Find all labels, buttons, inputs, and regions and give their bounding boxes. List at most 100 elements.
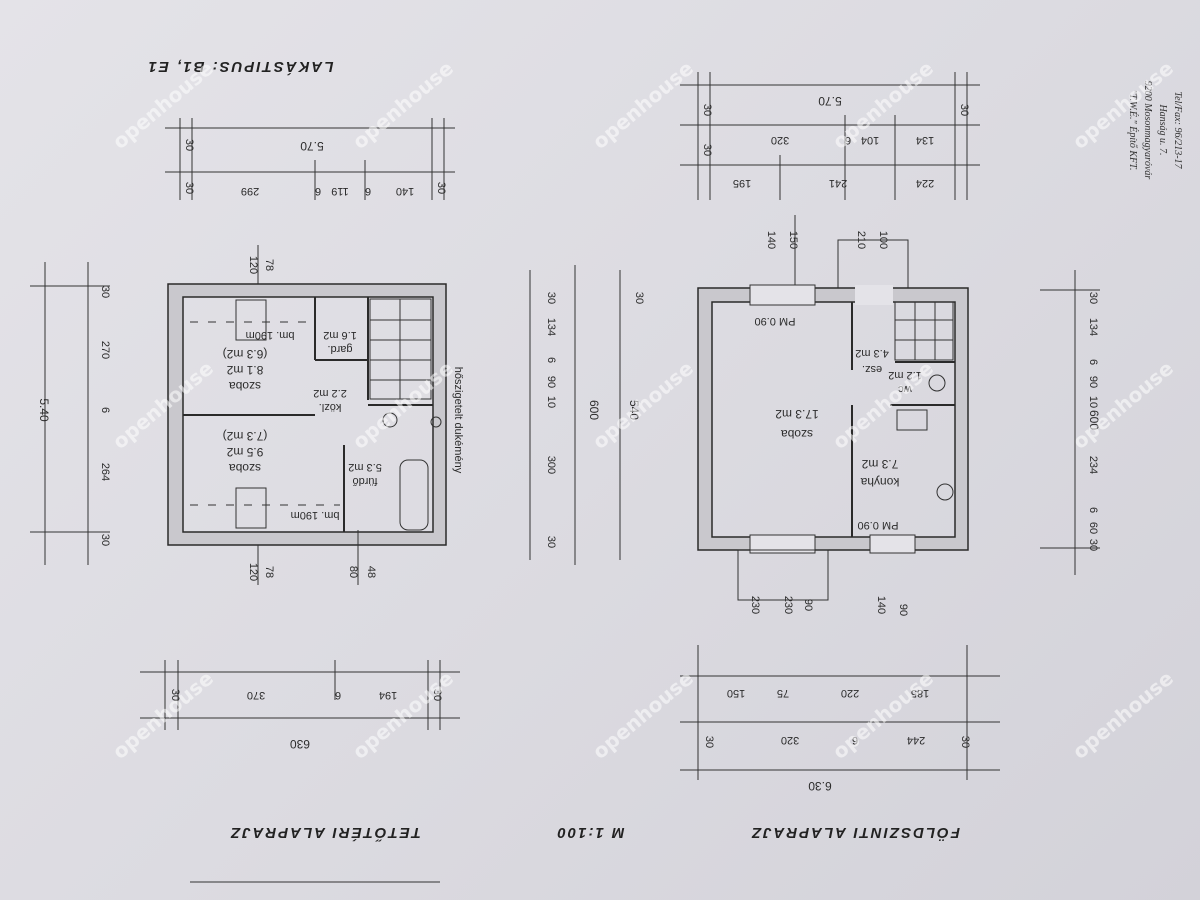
- watermark: openhouse: [588, 666, 698, 764]
- dimension-label: 150: [727, 687, 745, 699]
- dimension-label: 30: [99, 534, 111, 546]
- dimension-label: 320: [781, 734, 799, 746]
- room-name: fürdő: [352, 475, 377, 487]
- dwelling-type-title: LAKÁSTIPUS: B1, E1: [147, 58, 334, 75]
- dimension-label: 104: [861, 134, 879, 146]
- dimension-label: 30: [99, 286, 111, 298]
- dimension-label: 78: [263, 259, 275, 271]
- dimension-label: 194: [379, 689, 397, 701]
- watermark-group: openhouse openhouse openhouse openhouse …: [108, 56, 1178, 764]
- room-name: wc: [898, 383, 913, 395]
- ground-floor-plan: 5.70 30 30 134 104 6 320 30 224 241 195 …: [680, 72, 1101, 841]
- dimension-label: 6: [365, 185, 371, 197]
- watermark: openhouse: [348, 56, 458, 154]
- dimension-label: 299: [241, 185, 259, 197]
- dimension-label: 6: [1087, 359, 1099, 365]
- roof-window-icon: [235, 299, 267, 341]
- dimension-label: 6: [845, 134, 851, 146]
- dimension-label: 30: [1087, 292, 1099, 304]
- room-area: 7.3 m2: [861, 457, 898, 471]
- dimension-label: 6: [545, 357, 557, 363]
- dimension-label: 210: [855, 231, 867, 249]
- dimension-label: 30: [701, 144, 713, 156]
- dimension-label: 6: [335, 689, 341, 701]
- dimension-label: 370: [247, 689, 265, 701]
- dimension-label: 224: [916, 177, 934, 189]
- dimension-label: 5.70: [818, 94, 842, 108]
- dimension-label: 195: [733, 177, 751, 189]
- company-stamp: "T.W.É." Építő KFT. 9200 Mosonmagyaróvár…: [1127, 81, 1183, 180]
- dimension-label: 6.30: [808, 779, 832, 793]
- dimension-label: 244: [907, 734, 925, 746]
- roof-window-icon: [235, 487, 267, 529]
- dimension-label: 75: [777, 687, 789, 699]
- dimension-label: 220: [841, 687, 859, 699]
- dimension-label: 30: [435, 182, 447, 194]
- dimension-label: 119: [331, 185, 349, 197]
- ceiling-height-label: bm. 190m: [246, 329, 295, 341]
- room-area: 5.3 m2: [348, 461, 382, 473]
- dimension-label: 6: [99, 407, 111, 413]
- dimension-label: 30: [959, 736, 971, 748]
- room-area: 1.6 m2: [323, 329, 357, 341]
- dimension-label: 270: [99, 341, 111, 359]
- dimension-label: 6: [1087, 507, 1099, 513]
- dimension-label: 140: [875, 596, 887, 614]
- company-line: Hanság u. 7.: [1157, 103, 1168, 155]
- dimension-label: 30: [545, 536, 557, 548]
- dimension-label: 30: [431, 689, 443, 701]
- dimension-label: 134: [545, 318, 557, 336]
- room-name: szoba: [229, 379, 261, 393]
- dimension-label: 10: [1087, 396, 1099, 408]
- dimension-label: 300: [545, 456, 557, 474]
- scale-label: M 1:100: [555, 824, 624, 841]
- toilet-icon: [928, 374, 946, 392]
- dimension-label: 5.70: [300, 139, 324, 153]
- watermark: openhouse: [588, 356, 698, 454]
- dimension-label: 30: [169, 689, 181, 701]
- dimension-label: 48: [365, 566, 377, 578]
- dimension-label: 100: [877, 231, 889, 249]
- dimension-label: 150: [787, 231, 799, 249]
- dimension-label: 540: [627, 400, 641, 420]
- window-label: PM 0.90: [858, 519, 899, 531]
- dimension-label: 80: [347, 566, 359, 578]
- room-name: közl.: [319, 401, 342, 413]
- dimension-label: 264: [99, 463, 111, 481]
- dimension-label: 134: [1087, 318, 1099, 336]
- attic-floor-plan: 5.70 30 140 6 119 6 299 30 30 120 78: [30, 118, 645, 883]
- chimney-icon: [430, 416, 442, 428]
- watermark: openhouse: [1068, 666, 1178, 764]
- room-area: 8.1 m2: [226, 363, 263, 377]
- stove-icon: [936, 483, 954, 501]
- dimension-label: 600: [587, 400, 601, 420]
- dimension-label: 6: [315, 185, 321, 197]
- room-area: 9.5 m2: [226, 445, 263, 459]
- dimension-label: 90: [897, 604, 909, 616]
- bathtub-icon: [399, 459, 429, 531]
- company-line: Tel/Fax: 96/213-17: [1172, 91, 1183, 169]
- dimension-label: 134: [916, 134, 934, 146]
- room-name: esz.: [862, 363, 882, 375]
- window-label: PM 0.90: [755, 315, 796, 327]
- dimension-label: 140: [765, 231, 777, 249]
- room-area: 4.3 m2: [855, 347, 889, 359]
- company-line: 9200 Mosonmagyaróvár: [1142, 81, 1153, 180]
- dimension-label: 120: [247, 563, 259, 581]
- dimension-label: 90: [1087, 376, 1099, 388]
- dimension-label: 30: [1087, 539, 1099, 551]
- staircase: [894, 301, 954, 361]
- dimension-label: 60: [1087, 522, 1099, 534]
- dimension-label: 320: [771, 134, 789, 146]
- dimension-label: 90: [802, 599, 814, 611]
- toilet-icon: [382, 412, 398, 428]
- dimension-label: 241: [829, 177, 847, 189]
- dimension-label: 230: [782, 596, 794, 614]
- dimension-label: 600: [1087, 410, 1101, 430]
- room-name: gard.: [327, 343, 352, 355]
- sink-icon: [896, 409, 928, 431]
- dimension-label: 30: [703, 736, 715, 748]
- room-name: szoba: [781, 427, 813, 441]
